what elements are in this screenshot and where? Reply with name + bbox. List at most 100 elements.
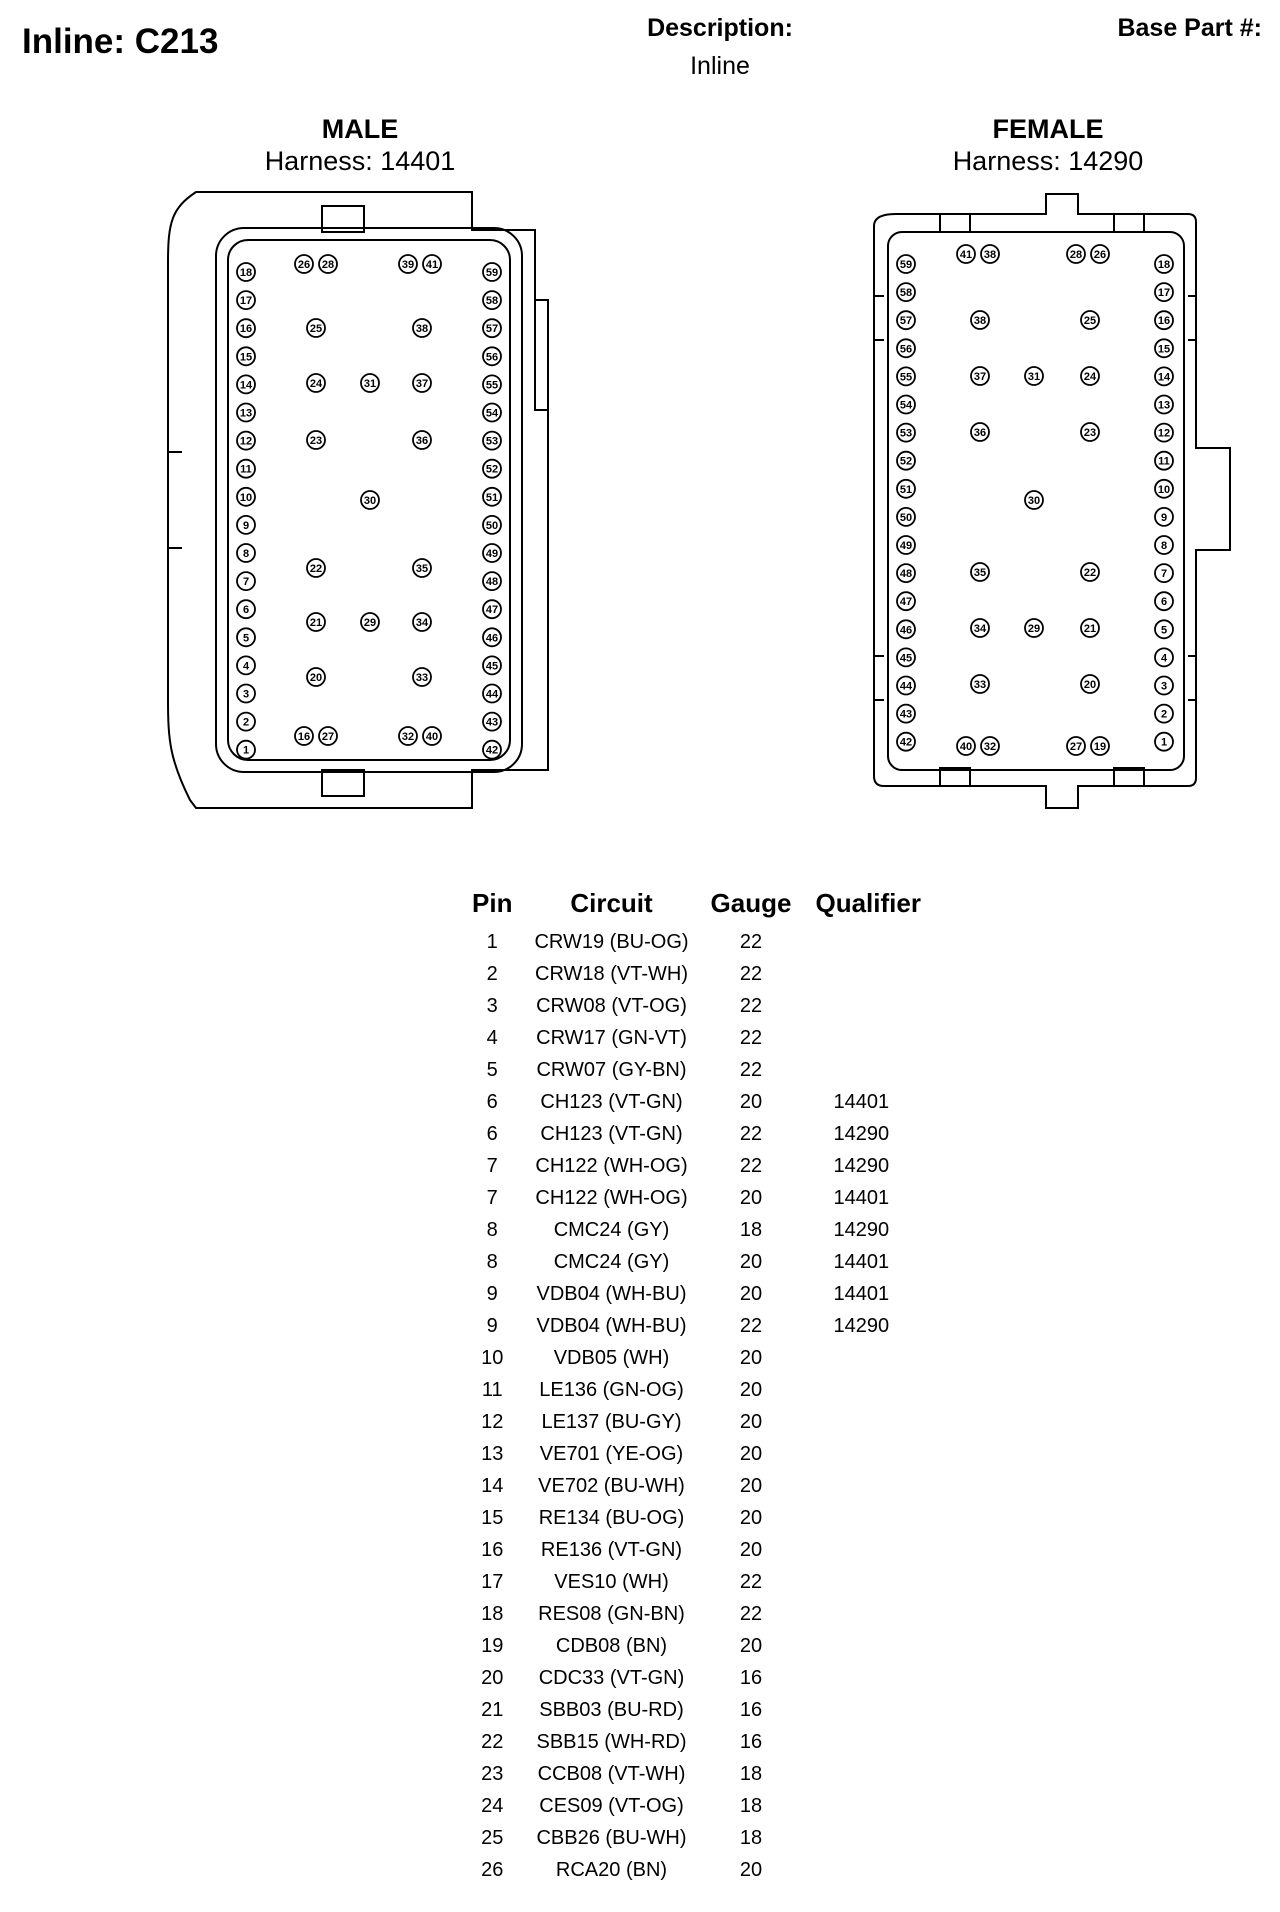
pin-14: 14 xyxy=(236,374,256,395)
gauge-cell: 18 xyxy=(739,1794,763,1817)
pin-55: 55 xyxy=(482,374,502,395)
circuit-cell: SBB15 (WH-RD) xyxy=(536,1730,687,1753)
svg-text:36: 36 xyxy=(416,435,428,447)
gauge-cell: 16 xyxy=(739,1730,763,1753)
female-connector-body xyxy=(873,193,1231,809)
gauge-cell: 22 xyxy=(739,1026,763,1049)
pin-10: 10 xyxy=(1154,478,1174,499)
svg-text:2: 2 xyxy=(1161,709,1167,721)
table-row: 21 SBB03 (BU-RD) 16 xyxy=(460,1694,933,1726)
svg-text:20: 20 xyxy=(1084,679,1096,691)
svg-text:13: 13 xyxy=(1158,400,1170,412)
svg-text:38: 38 xyxy=(416,323,428,335)
gauge-cell: 22 xyxy=(739,1602,763,1625)
male-connector-body xyxy=(167,191,549,809)
pin-18: 18 xyxy=(236,262,256,282)
pin-3: 3 xyxy=(236,683,256,704)
circuit-cell: RE134 (BU-OG) xyxy=(538,1506,685,1529)
circuit-cell: SBB03 (BU-RD) xyxy=(539,1698,684,1721)
circuit-cell: CRW08 (VT-OG) xyxy=(536,994,687,1017)
gauge-cell: 18 xyxy=(739,1762,763,1785)
svg-text:33: 33 xyxy=(416,672,428,684)
svg-text:7: 7 xyxy=(1161,568,1167,580)
gauge-cell: 20 xyxy=(739,1346,763,1369)
qualifier-cell xyxy=(803,1342,932,1374)
circuit-cell: CRW17 (GN-VT) xyxy=(536,1026,687,1049)
pin-28: 28 xyxy=(1066,244,1086,264)
pin-23: 23 xyxy=(306,430,326,450)
svg-text:29: 29 xyxy=(1028,623,1040,635)
connector-diagrams: 1817161514131211109876543215958575655545… xyxy=(167,191,1231,809)
pin-6: 6 xyxy=(236,599,256,620)
svg-text:48: 48 xyxy=(900,568,912,580)
qualifier-cell: 14290 xyxy=(833,1122,890,1145)
qualifier-cell xyxy=(803,958,932,990)
qualifier-cell: 14290 xyxy=(833,1314,890,1337)
qualifier-cell xyxy=(803,1790,932,1822)
gauge-cell: 20 xyxy=(739,1378,763,1401)
circuit-cell: CH122 (WH-OG) xyxy=(535,1154,688,1177)
pin-45: 45 xyxy=(896,647,916,668)
pin-52: 52 xyxy=(482,458,502,479)
pin-40: 40 xyxy=(956,736,976,756)
pin-37: 37 xyxy=(412,373,432,393)
gauge-cell: 22 xyxy=(739,1314,763,1337)
pin-23: 23 xyxy=(1080,422,1100,442)
pin-35: 35 xyxy=(970,562,990,582)
qualifier-cell xyxy=(803,1630,932,1662)
pin-50: 50 xyxy=(482,515,502,535)
svg-text:53: 53 xyxy=(486,436,498,448)
pin-37: 37 xyxy=(970,366,990,386)
svg-text:26: 26 xyxy=(1094,249,1106,261)
pin-cell: 25 xyxy=(481,1826,504,1849)
pin-11: 11 xyxy=(236,458,256,479)
svg-text:42: 42 xyxy=(900,737,912,749)
pin-cell: 21 xyxy=(481,1698,504,1721)
svg-text:36: 36 xyxy=(974,427,986,439)
circuit-cell: CRW18 (VT-WH) xyxy=(535,962,688,985)
gauge-cell: 22 xyxy=(739,1122,763,1145)
svg-text:56: 56 xyxy=(486,351,498,363)
svg-text:7: 7 xyxy=(243,576,249,588)
pin-24: 24 xyxy=(306,373,326,393)
circuit-cell: CCB08 (VT-WH) xyxy=(537,1762,686,1785)
svg-text:46: 46 xyxy=(486,632,498,644)
pin-13: 13 xyxy=(236,402,256,423)
gauge-cell: 20 xyxy=(739,1474,763,1497)
gauge-cell: 22 xyxy=(739,994,763,1017)
svg-text:16: 16 xyxy=(1158,315,1170,327)
qualifier-cell xyxy=(803,1854,932,1886)
pin-53: 53 xyxy=(896,422,916,443)
svg-text:6: 6 xyxy=(1161,596,1167,608)
pin-44: 44 xyxy=(482,683,502,704)
svg-text:44: 44 xyxy=(486,689,499,701)
header-qualifier: Qualifier xyxy=(815,887,921,918)
svg-text:54: 54 xyxy=(900,400,913,412)
pin-27: 27 xyxy=(1066,736,1086,756)
circuit-cell: VDB05 (WH) xyxy=(553,1346,670,1369)
svg-text:17: 17 xyxy=(240,295,252,307)
svg-text:8: 8 xyxy=(243,548,249,560)
gauge-cell: 20 xyxy=(739,1186,763,1209)
svg-text:25: 25 xyxy=(1084,315,1096,327)
gauge-cell: 16 xyxy=(739,1698,763,1721)
pin-15: 15 xyxy=(236,346,256,367)
pin-16: 16 xyxy=(236,318,256,339)
svg-text:45: 45 xyxy=(486,660,498,672)
svg-text:38: 38 xyxy=(974,315,986,327)
connector-title: Inline: C213 xyxy=(22,22,219,61)
pin-29: 29 xyxy=(1024,618,1044,638)
pin-cell: 8 xyxy=(486,1250,498,1273)
pin-58: 58 xyxy=(896,282,916,303)
pin-9: 9 xyxy=(236,515,256,535)
pin-30: 30 xyxy=(360,490,380,510)
circuit-cell: CDB08 (BN) xyxy=(555,1634,668,1657)
male-connector-title: MALE xyxy=(321,114,399,144)
svg-text:50: 50 xyxy=(900,512,912,524)
circuit-cell: CES09 (VT-OG) xyxy=(539,1794,684,1817)
